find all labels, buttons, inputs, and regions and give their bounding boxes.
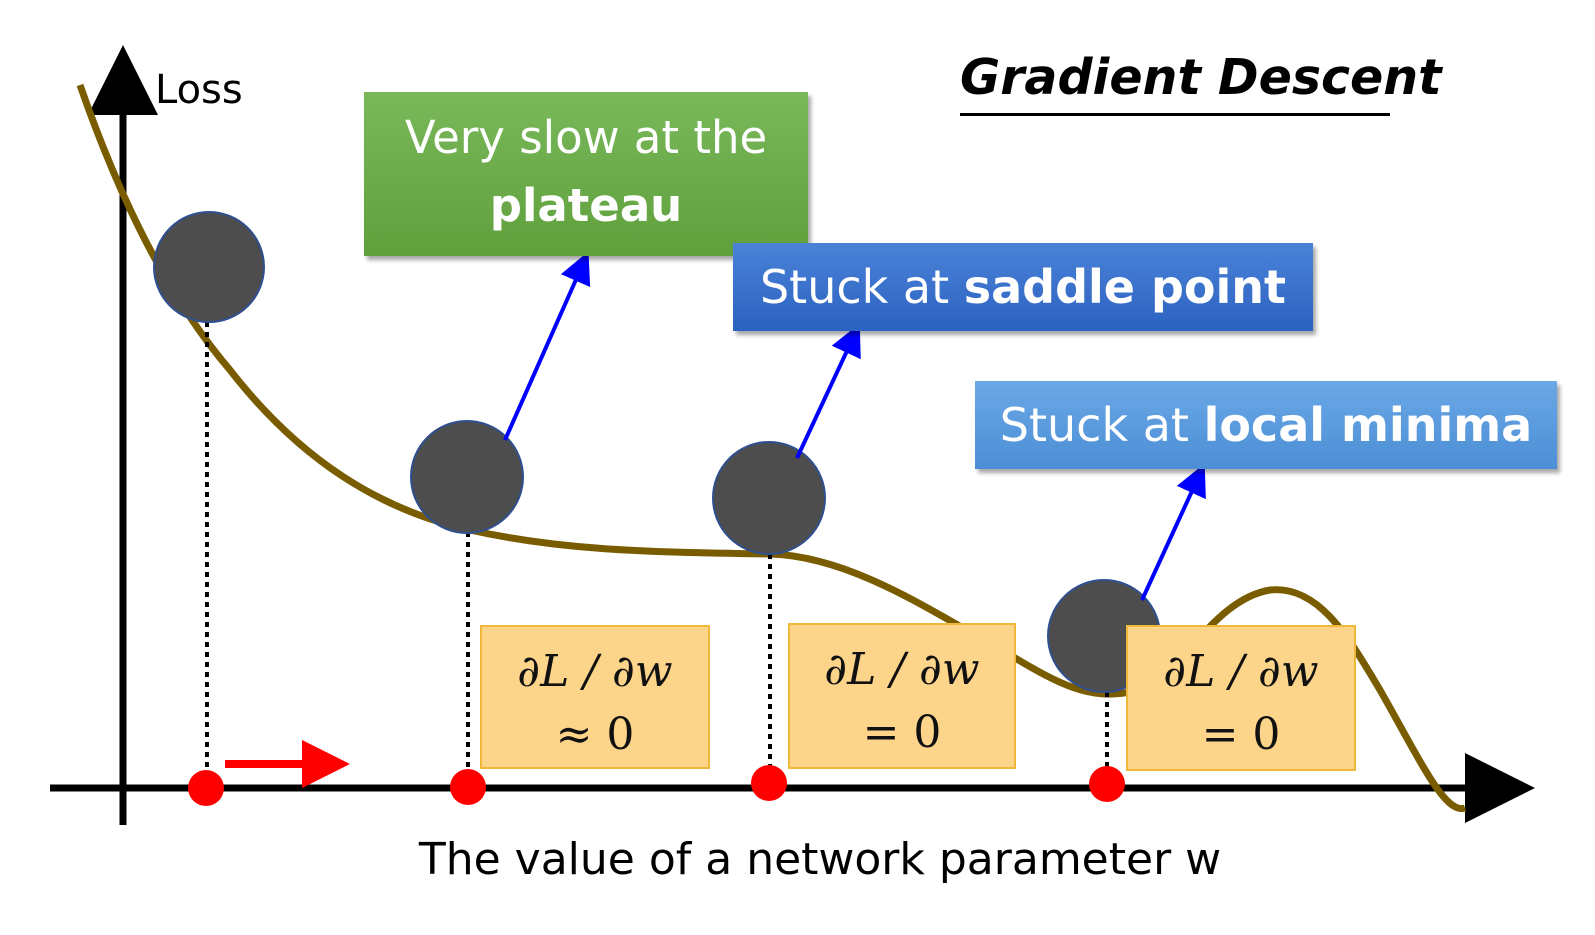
- plateau-callout: Very slow at the plateau: [364, 92, 808, 256]
- point-w4: [1089, 766, 1125, 802]
- arrow-to-local-minima: [1140, 463, 1206, 601]
- ball-plateau: [410, 420, 524, 534]
- point-w2: [450, 769, 486, 805]
- arrow-to-saddle: [795, 323, 861, 459]
- saddle-callout: Stuck at saddle point: [733, 243, 1313, 331]
- point-w1: [188, 770, 224, 806]
- plateau-callout-bold: plateau: [489, 179, 683, 232]
- gradient-expr: ∂L / ∂w: [517, 646, 673, 697]
- local-minima-callout-bold: local minima: [1203, 398, 1533, 452]
- y-axis-label: Loss: [155, 67, 243, 113]
- local-minima-callout: Stuck at local minima: [975, 381, 1557, 469]
- local-minima-callout-prefix: Stuck at: [999, 398, 1204, 452]
- loss-curve: [76, 83, 1467, 813]
- saddle-callout-bold: saddle point: [963, 260, 1287, 314]
- point-w3: [751, 765, 787, 801]
- plateau-callout-line1: Very slow at the: [404, 111, 768, 164]
- gradient-expr: ∂L / ∂w: [1163, 646, 1319, 697]
- gradient-box-plateau: ∂L / ∂w ≈ 0: [480, 625, 710, 769]
- gradient-value: ≈ 0: [555, 709, 635, 760]
- saddle-callout-prefix: Stuck at: [759, 260, 964, 314]
- gradient-box-local-minima: ∂L / ∂w = 0: [1126, 625, 1356, 771]
- ball-saddle: [712, 441, 826, 555]
- arrow-to-plateau: [503, 251, 591, 441]
- gradient-box-saddle: ∂L / ∂w = 0: [788, 623, 1016, 769]
- diagram-title: Gradient Descent: [960, 45, 1442, 116]
- gradient-expr: ∂L / ∂w: [824, 644, 980, 695]
- ball-start: [153, 211, 265, 323]
- x-axis-label: The value of a network parameter w: [418, 834, 1222, 885]
- gradient-value: = 0: [862, 707, 942, 758]
- gradient-value: = 0: [1201, 709, 1281, 760]
